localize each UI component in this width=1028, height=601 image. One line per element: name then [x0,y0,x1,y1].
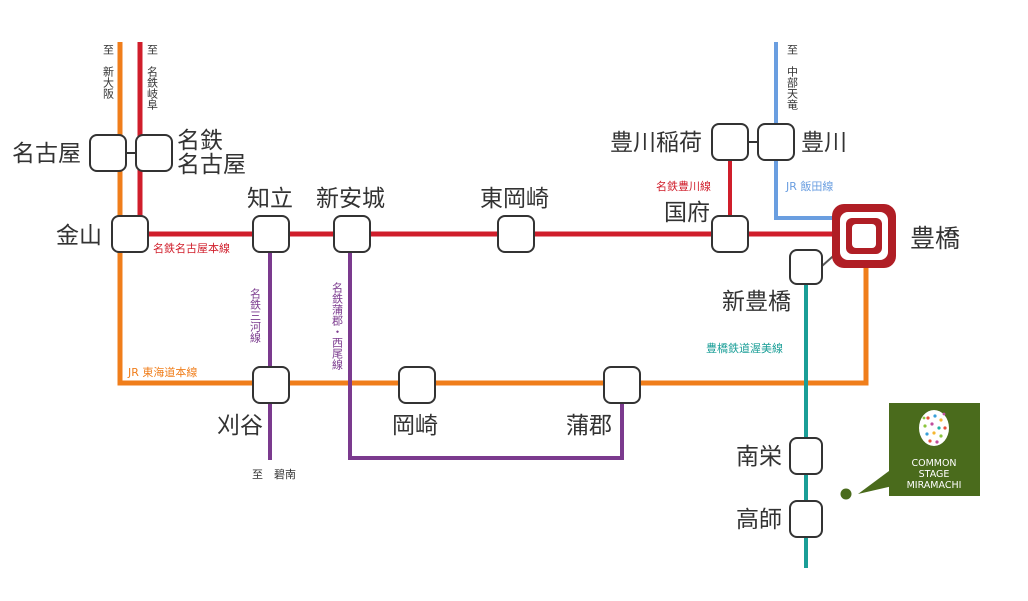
direction-hekinan: 至 碧南 [252,468,296,481]
station-node-gamagori[interactable] [603,366,641,404]
station-label-higashi-okazaki: 東岡崎 [480,186,549,212]
line-jr-iida [774,42,835,220]
destination-name-line1: COMMON [911,458,956,469]
direction-meitetsu-gifu: 至 名鉄岐阜 [146,44,159,111]
label-jr-tokaido: JR 東海道本線 [127,365,197,379]
station-node-toyokawa[interactable] [757,123,795,161]
station-node-nagoya[interactable] [89,134,127,172]
station-node-chiryu[interactable] [252,215,290,253]
station-node-shin-anjo[interactable] [333,215,371,253]
station-node-toyohashi[interactable] [832,204,896,268]
label-meitetsu-mikawa: 名鉄三河線 [249,287,262,343]
station-label-meitetsu-nagoya-1: 名鉄 [177,128,223,154]
label-meitetsu-gamagori-nishio: 名鉄蒲郡・西尾線 [331,281,344,370]
station-node-meitetsu-nagoya[interactable] [135,134,173,172]
station-label-minamisakae: 南栄 [736,444,782,470]
destination-name-line3: MIRAMACHI [907,480,962,491]
label-meitetsu-nagoya-honsen: 名鉄名古屋本線 [153,241,230,255]
station-node-toyokawa-inari[interactable] [711,123,749,161]
station-label-gamagori: 蒲郡 [566,413,612,439]
destination-badge[interactable]: COMMON STAGE MIRAMACHI [858,403,980,496]
station-label-kanayama: 金山 [56,223,102,249]
station-label-toyohashi: 豊橋 [910,224,960,253]
station-node-kou[interactable] [711,215,749,253]
label-jr-iida: JR 飯田線 [785,179,833,193]
station-node-minamisakae[interactable] [789,437,823,475]
station-label-takashi: 高師 [736,507,782,533]
station-label-nagoya: 名古屋 [12,141,81,167]
station-node-kariya[interactable] [252,366,290,404]
station-label-toyokawa: 豊川 [801,130,847,156]
station-node-takashi[interactable] [789,500,823,538]
line-meitetsu-gamagori-nishio [348,234,624,460]
station-node-okazaki[interactable] [398,366,436,404]
label-toyotetsu-atsumi: 豊橋鉄道渥美線 [706,341,783,355]
egg-logo-icon [919,410,949,446]
station-label-shin-toyohashi: 新豊橋 [722,289,791,315]
label-meitetsu-toyokawa: 名鉄豊川線 [656,179,711,193]
station-node-shin-toyohashi[interactable] [789,249,823,285]
destination-name-line2: STAGE [919,469,950,480]
station-label-okazaki: 岡崎 [392,413,438,439]
station-label-toyokawa-inari: 豊川稲荷 [610,130,702,156]
station-label-kou: 国府 [664,200,710,226]
station-label-shin-anjo: 新安城 [316,186,385,212]
direction-shin-osaka: 至 新大阪 [102,44,115,100]
station-label-meitetsu-nagoya-2: 名古屋 [177,152,246,178]
station-label-chiryu: 知立 [247,186,293,212]
line-jr-tokaido [117,42,869,386]
direction-chubu-tenryu: 至 中部天竜 [786,44,799,110]
destination-point[interactable] [840,488,852,500]
station-label-kariya: 刈谷 [217,413,263,439]
station-node-higashi-okazaki[interactable] [497,215,535,253]
station-node-kanayama[interactable] [111,215,149,253]
